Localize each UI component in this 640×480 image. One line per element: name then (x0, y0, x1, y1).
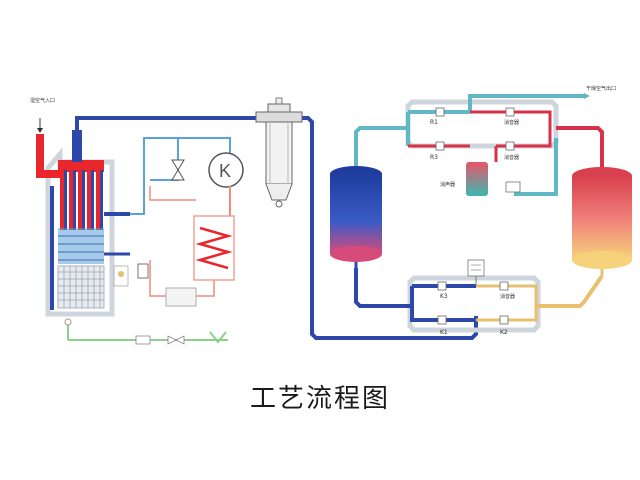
separator-mesh (57, 265, 105, 309)
condenser-block (193, 215, 235, 281)
heat-exchanger-tubes (60, 170, 103, 230)
muffler-bottom-label: 消音器 (504, 154, 519, 161)
blue-header (72, 130, 82, 162)
diagram-caption: 工艺流程图 (249, 384, 390, 414)
compressor-icon (208, 152, 244, 188)
main-air-line (100, 116, 478, 340)
compressor-symbol: K (219, 161, 231, 181)
bottom-valve-manifold: K3 K1 K2 消音器 (354, 259, 604, 336)
precision-filter (255, 97, 303, 208)
inlet-label: 湿空气入口 (30, 97, 55, 104)
silencer: 消声器 (440, 162, 521, 196)
muffler-top-label: 消音器 (504, 119, 519, 126)
inlet-duct (30, 134, 62, 178)
valve-k1-label: K1 (440, 329, 448, 336)
valve-r1-label: R1 (430, 119, 438, 126)
drain-line (68, 331, 228, 345)
top-valve-manifold: R1 R3 消音器 消音器 干燥空气出口 (405, 85, 616, 162)
silencer-label: 消声器 (440, 181, 455, 188)
process-flow-diagram: 湿空气入口 (30, 85, 632, 345)
outlet-label: 干燥空气出口 (586, 85, 616, 92)
muffler-k-label: 消音器 (500, 293, 515, 300)
red-header (58, 160, 104, 172)
valve-r3-label: R3 (430, 154, 438, 161)
valve-k2-label: K2 (500, 329, 508, 336)
adsorption-tower-left (330, 160, 382, 268)
valve-k3-label: K3 (440, 293, 448, 300)
refrigerant-loop: K (113, 137, 244, 307)
adsorption-tower-right (572, 167, 632, 276)
refrigerated-dryer: 湿空气入口 (30, 97, 130, 340)
evaporator-block (58, 228, 104, 264)
dryer-casing (45, 147, 115, 317)
